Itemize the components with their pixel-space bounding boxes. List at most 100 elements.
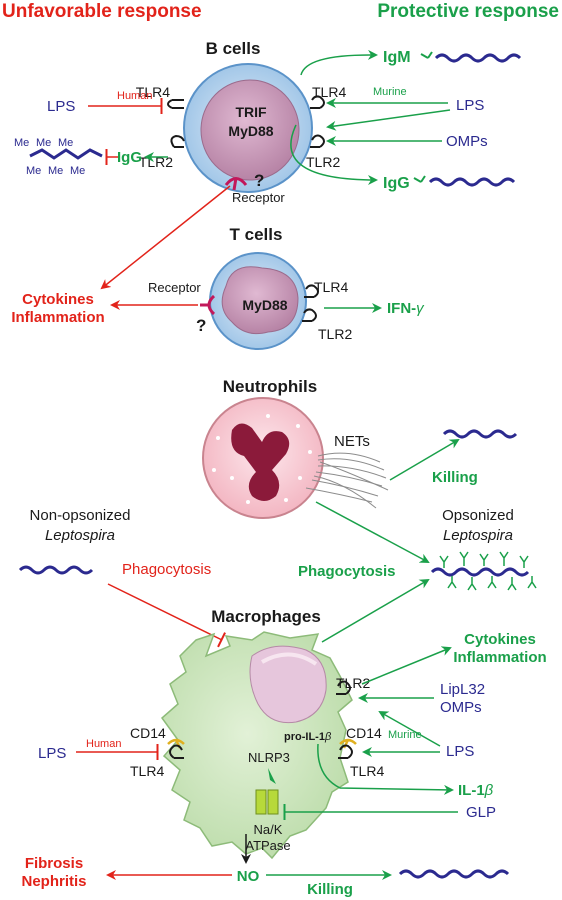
b-receptor-to-cytokines-arrow bbox=[100, 185, 231, 290]
b-cell-tlr4-right-receptor bbox=[310, 95, 325, 109]
macrophage-to-opsonized-arrow bbox=[321, 578, 430, 643]
b-cell-tlr4-left-receptor bbox=[167, 99, 184, 109]
b-cell-lps-right-label: LPS bbox=[456, 97, 484, 114]
macrophage-human-label: Human bbox=[86, 738, 121, 750]
b-cell-myd88-label: MyD88 bbox=[228, 123, 273, 139]
neutrophil-granules bbox=[212, 414, 312, 504]
nets-fibers bbox=[305, 452, 389, 509]
me-label-4: Me bbox=[26, 165, 41, 177]
b-cell-tlr2-right-receptor bbox=[310, 134, 325, 148]
nlrp3-activation-arrow bbox=[268, 768, 276, 784]
cytokines-red-label: Cytokines bbox=[22, 291, 94, 308]
gamma-symbol: γ bbox=[416, 300, 425, 317]
methylated-molecule bbox=[29, 148, 103, 160]
macrophage-to-cytokines-green-arrow bbox=[361, 646, 452, 685]
macrophage-tlr4-left-receptor bbox=[169, 744, 184, 759]
pro-il1-to-il1-arrow bbox=[317, 743, 454, 795]
macrophage-tlr4-right-receptor bbox=[338, 744, 353, 759]
me-label-6: Me bbox=[70, 165, 85, 177]
me-label-3: Me bbox=[58, 137, 73, 149]
cytokines-green-label: Cytokines bbox=[464, 631, 536, 648]
neutrophil bbox=[202, 397, 324, 519]
neutrophils-title: Neutrophils bbox=[223, 377, 317, 396]
macrophage-cd14-right-receptor bbox=[339, 738, 357, 749]
tlr4-right-label: TLR4 bbox=[350, 763, 384, 779]
b-cell-human-label: Human bbox=[117, 90, 152, 102]
t-cell-tlr4-label: TLR4 bbox=[314, 279, 348, 295]
b-cell-to-igm-arrow bbox=[300, 49, 378, 76]
na-k-atpase bbox=[255, 789, 279, 815]
b-cells-title: B cells bbox=[206, 39, 261, 58]
lps-to-cd14-right-arrow bbox=[378, 711, 441, 747]
non-opsonized-leptospira-label: Leptospira bbox=[45, 527, 115, 544]
nlrp3-label: NLRP3 bbox=[248, 750, 290, 765]
macrophage-murine-label: Murine bbox=[388, 729, 422, 741]
b-cell-tlr2-right-label: TLR2 bbox=[306, 154, 340, 170]
t-cell-myd88-label: MyD88 bbox=[242, 297, 287, 313]
phagocytosis-green-label: Phagocytosis bbox=[298, 563, 396, 580]
macrophage bbox=[160, 631, 353, 860]
b-cell-tlr4-right-label: TLR4 bbox=[312, 84, 346, 100]
me-label-1: Me bbox=[14, 137, 29, 149]
cd14-left-label: CD14 bbox=[130, 725, 166, 741]
opsonized-leptospira bbox=[430, 551, 537, 591]
neutrophil-to-opsonized-arrow bbox=[315, 501, 430, 563]
t-cells-title: T cells bbox=[230, 225, 283, 244]
cd14-right-label: CD14 bbox=[346, 725, 382, 741]
phagocytosis-red-label: Phagocytosis bbox=[122, 561, 211, 578]
ifn-text: IFN- bbox=[387, 300, 416, 317]
b-cell-unknown-receptor bbox=[224, 177, 248, 191]
il1-text: IL-1 bbox=[458, 782, 485, 799]
igm-antibody-icon bbox=[420, 51, 433, 59]
fibrosis-label: Fibrosis bbox=[25, 855, 83, 872]
phagocytosis-inhibition-bar bbox=[107, 583, 226, 648]
igg-leptospira-wave bbox=[428, 177, 516, 187]
b-cell bbox=[183, 63, 313, 193]
b-cell-omps-label: OMPs bbox=[446, 133, 488, 150]
il1-beta-symbol: β bbox=[484, 782, 494, 799]
nephritis-label: Nephritis bbox=[21, 873, 86, 890]
b-cell-trif-label: TRIF bbox=[235, 104, 267, 120]
opsonized-leptospira-label: Leptospira bbox=[443, 527, 513, 544]
macrophage-tlr2-receptor bbox=[336, 680, 351, 695]
t-cell-tlr4-receptor bbox=[304, 284, 319, 298]
nets-label: NETs bbox=[334, 433, 370, 450]
unfavorable-response-heading: Unfavorable response bbox=[2, 1, 202, 22]
macrophage-lps-left-label: LPS bbox=[38, 745, 66, 762]
non-opsonized-label: Non-opsonized bbox=[30, 507, 131, 524]
b-cell-question-mark: ? bbox=[254, 171, 264, 190]
igg-right-label: IgG bbox=[383, 175, 410, 192]
inflammation-green-label: Inflammation bbox=[453, 649, 546, 666]
pro-il1-beta: β bbox=[324, 731, 332, 743]
t-cell-unknown-receptor bbox=[200, 294, 216, 316]
b-cell-receptor-label: Receptor bbox=[232, 190, 285, 205]
t-cell-tlr2-label: TLR2 bbox=[318, 326, 352, 342]
t-cell bbox=[209, 252, 307, 350]
na-k-label: Na/K bbox=[254, 822, 283, 837]
tlr4-left-label: TLR4 bbox=[130, 763, 164, 779]
opsonized-label: Opsonized bbox=[442, 507, 514, 524]
killed-leptospira-wave bbox=[398, 869, 510, 879]
t-cell-question-mark: ? bbox=[196, 316, 206, 335]
non-opsonized-leptospira-wave bbox=[18, 565, 94, 575]
b-cell-tlr4-left-label: TLR4 bbox=[136, 84, 170, 100]
no-label: NO bbox=[237, 868, 260, 885]
b-cell-nucleus bbox=[200, 79, 300, 181]
t-cell-nucleus bbox=[221, 266, 299, 335]
nets-to-killing-arrow bbox=[389, 438, 460, 481]
me-label-5: Me bbox=[48, 165, 63, 177]
macrophage-omps-label: OMPs bbox=[440, 699, 482, 716]
t-cell-receptor-label: Receptor bbox=[148, 280, 201, 295]
neutrophil-killing-label: Killing bbox=[432, 469, 478, 486]
b-cell-tlr2-left-receptor bbox=[170, 134, 185, 148]
igm-leptospira-wave bbox=[434, 53, 522, 63]
neutrophil-lobed-nucleus bbox=[231, 423, 290, 501]
opsonizing-antibodies bbox=[439, 551, 537, 591]
b-cell-igg-left-label: IgG bbox=[117, 149, 142, 166]
macrophages-title: Macrophages bbox=[211, 607, 321, 626]
t-cell-tlr2-receptor bbox=[302, 308, 317, 322]
igm-label: IgM bbox=[383, 49, 411, 66]
macrophage-nucleus-highlight bbox=[261, 652, 318, 666]
no-killing-label: Killing bbox=[307, 881, 353, 898]
pro-il1-label: pro-IL-1β bbox=[284, 731, 332, 743]
